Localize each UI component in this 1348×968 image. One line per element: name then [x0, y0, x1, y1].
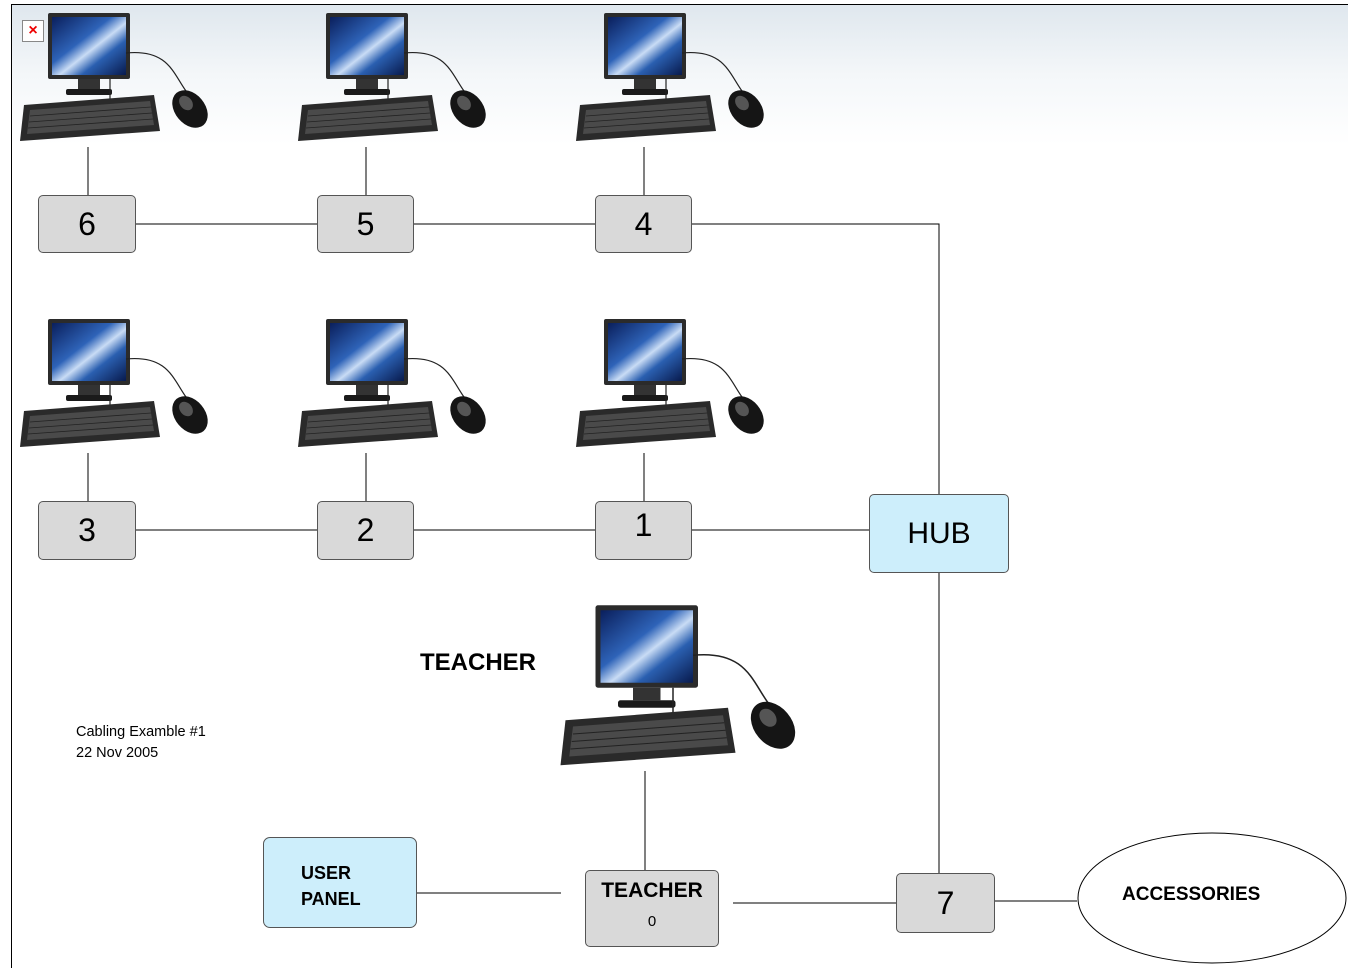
hub-node: HUB: [869, 494, 1009, 573]
station-node-7: 7: [896, 873, 995, 933]
accessories-ellipse: [1077, 832, 1347, 964]
station-node-6: 6: [38, 195, 136, 253]
station-node-4: 4: [595, 195, 692, 253]
station-node-2: 2: [317, 501, 414, 560]
hub-label: HUB: [907, 516, 971, 550]
computer-icon: [296, 319, 496, 449]
user-panel-line2: PANEL: [301, 889, 361, 909]
diagram-canvas: [11, 4, 1348, 968]
station-node-3: 3: [38, 501, 136, 560]
computer-icon: [574, 13, 774, 143]
station-label: 7: [936, 884, 955, 921]
teacher-heading: TEACHER: [420, 649, 537, 676]
teacher-node-title: TEACHER: [601, 879, 703, 902]
broken-image-icon: ×: [22, 20, 44, 42]
teacher-node-number: 0: [647, 913, 657, 930]
station-label: 6: [78, 205, 96, 242]
caption-date: 22 Nov 2005: [76, 745, 159, 761]
station-label: 3: [78, 512, 96, 548]
caption-title: Cabling Examble #1: [76, 724, 206, 740]
diagram-caption: Cabling Examble #1 22 Nov 2005: [76, 722, 206, 764]
teacher-computer-icon: [558, 604, 808, 769]
user-panel-node: USER PANEL: [263, 837, 417, 928]
computer-icon: [18, 13, 218, 143]
teacher-node: TEACHER 0: [585, 870, 719, 947]
user-panel-line1: USER: [301, 863, 352, 883]
accessories-label: ACCESSORIES: [1122, 884, 1261, 905]
station-label: 1: [634, 507, 653, 543]
station-label: 4: [634, 205, 653, 242]
station-label: 2: [356, 512, 375, 548]
station-node-5: 5: [317, 195, 414, 253]
computer-icon: [296, 13, 496, 143]
station-node-1: 1: [595, 501, 692, 560]
computer-icon: [18, 319, 218, 449]
computer-icon: [574, 319, 774, 449]
station-label: 5: [356, 205, 375, 242]
